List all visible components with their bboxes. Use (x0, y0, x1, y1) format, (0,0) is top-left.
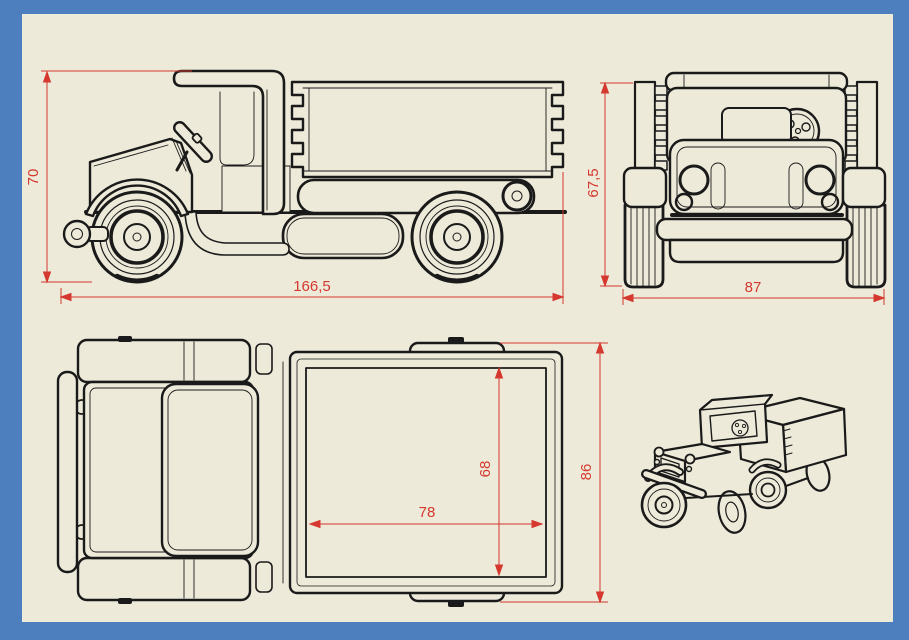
iso-front-wheel (640, 481, 688, 529)
top-front-bumper (56, 370, 79, 574)
front-wheel-left (623, 203, 665, 289)
front-fascia (668, 138, 845, 216)
side-crank (62, 219, 92, 249)
dim-side-length-label: 166,5 (293, 278, 331, 295)
dim-side-height-label: 70 (25, 169, 42, 186)
dim-top-bed-width-label: 68 (477, 461, 494, 478)
top-cargo-box (288, 350, 564, 595)
dim-top-bed-length-label: 78 (419, 504, 436, 521)
dim-front-height-label: 67,5 (585, 168, 602, 197)
side-cab-frame (172, 69, 286, 216)
top-cab-roof (160, 382, 260, 558)
front-fender-left (622, 166, 668, 209)
front-small-light-right (820, 192, 840, 212)
top-front-wheel-lower (76, 556, 252, 604)
dim-top-overall-width-label: 86 (578, 464, 595, 481)
front-wheel-right (845, 203, 887, 289)
side-view (62, 69, 567, 284)
top-front-wheel-upper (76, 336, 252, 384)
front-fender-right (841, 166, 887, 209)
front-headlight-right (804, 164, 836, 196)
side-cargo-box (290, 80, 565, 179)
iso-cab (698, 393, 774, 450)
isometric-view (640, 393, 848, 534)
front-box-left-wall (633, 80, 657, 174)
front-view-dimensions: 67,5 87 (585, 81, 886, 305)
front-view (622, 71, 887, 289)
front-headlight-left (678, 164, 710, 196)
front-small-light-left (674, 192, 694, 212)
side-view-dimensions: 70 166,5 (25, 70, 565, 304)
front-bumper (655, 217, 854, 242)
side-front-fender (84, 178, 190, 218)
front-windshield (721, 107, 792, 145)
top-cargo-bed-opening (305, 367, 547, 578)
dim-front-width-label: 87 (745, 279, 762, 296)
side-rear-wheel (410, 190, 504, 284)
iso-rear-wheel (748, 470, 788, 510)
top-view-dimensions: 68 78 86 (308, 341, 608, 604)
top-view (56, 336, 564, 607)
front-box-right-wall (855, 80, 879, 174)
